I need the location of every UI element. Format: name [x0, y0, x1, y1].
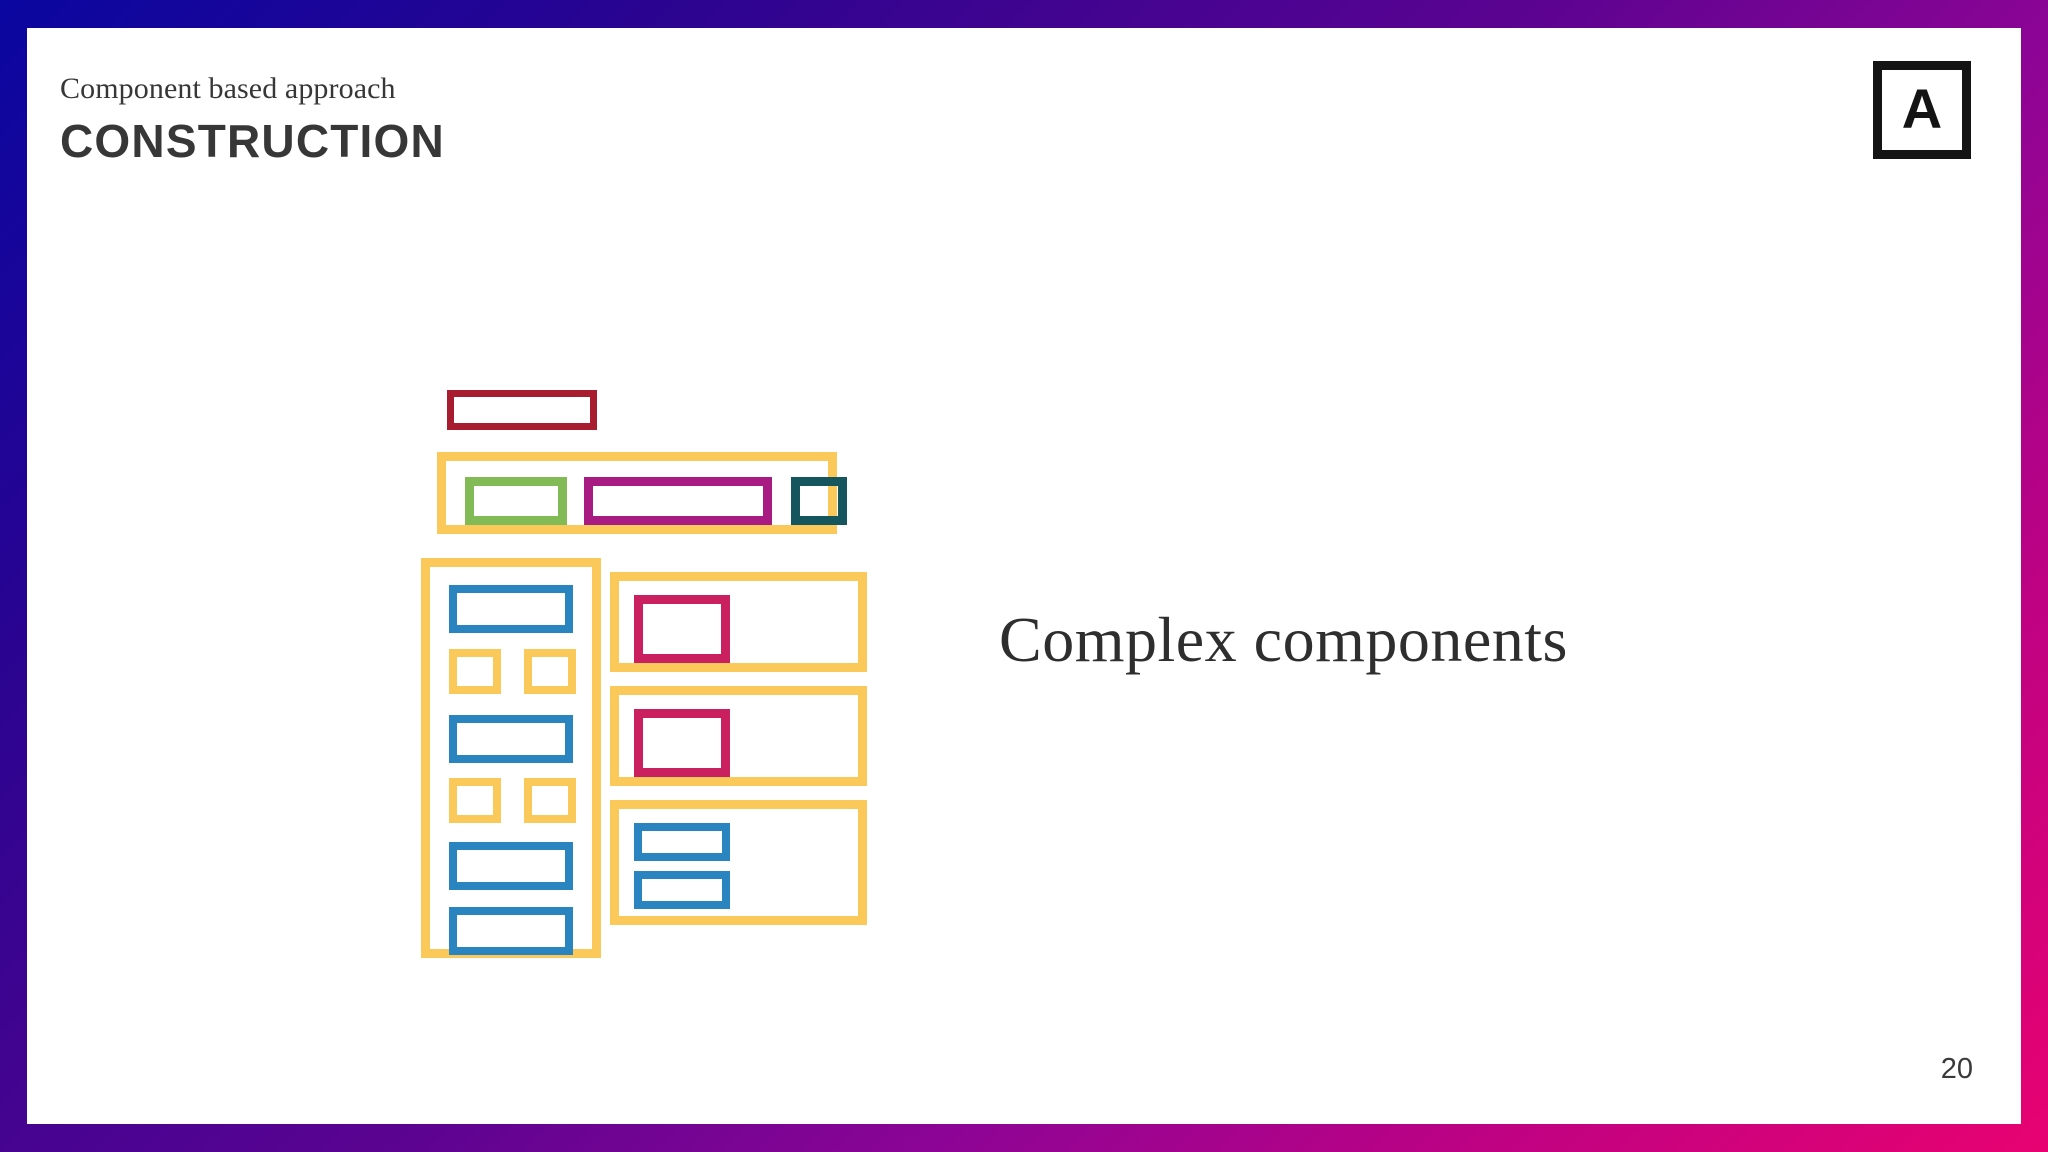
wireframe-yellow-square-b: [524, 649, 576, 694]
wireframe-card-1: [610, 572, 867, 672]
slide-header: Component based approach CONSTRUCTION: [60, 70, 445, 169]
page-title: CONSTRUCTION: [60, 114, 445, 167]
wireframe-chip-green: [465, 477, 567, 525]
wireframe-blue-bar-4: [449, 907, 573, 955]
wireframe-left-column: [421, 558, 601, 958]
wireframe-yellow-square-a: [449, 649, 501, 694]
wireframe-blue-bar-3: [449, 842, 573, 890]
slide-panel: Component based approach CONSTRUCTION A: [27, 28, 2021, 1124]
wireframe-header-strip: [437, 452, 847, 534]
wireframe-blue-line-1: [634, 823, 730, 861]
wireframe-chip-teal: [791, 477, 847, 525]
page-number: 20: [1940, 1053, 1973, 1085]
wireframe-yellow-square-d: [524, 778, 576, 823]
wireframe-crimson-thumbnail-2: [634, 709, 730, 777]
diagram-caption: Complex components: [999, 604, 1568, 675]
wireframe-card-2: [610, 686, 867, 786]
complex-component-wireframe: [407, 368, 907, 988]
brand-logo-icon: A: [1873, 61, 1971, 159]
wireframe-crimson-thumbnail-1: [634, 595, 730, 663]
wireframe-blue-line-2: [634, 871, 730, 909]
wireframe-top-bar: [447, 390, 597, 430]
wireframe-blue-bar-1: [449, 585, 573, 633]
wireframe-yellow-square-c: [449, 778, 501, 823]
wireframe-chip-magenta: [584, 477, 772, 525]
logo-letter: A: [1901, 76, 1943, 140]
slide-eyebrow: Component based approach: [60, 72, 396, 105]
wireframe-blue-bar-2: [449, 715, 573, 763]
wireframe-card-3: [610, 800, 867, 925]
